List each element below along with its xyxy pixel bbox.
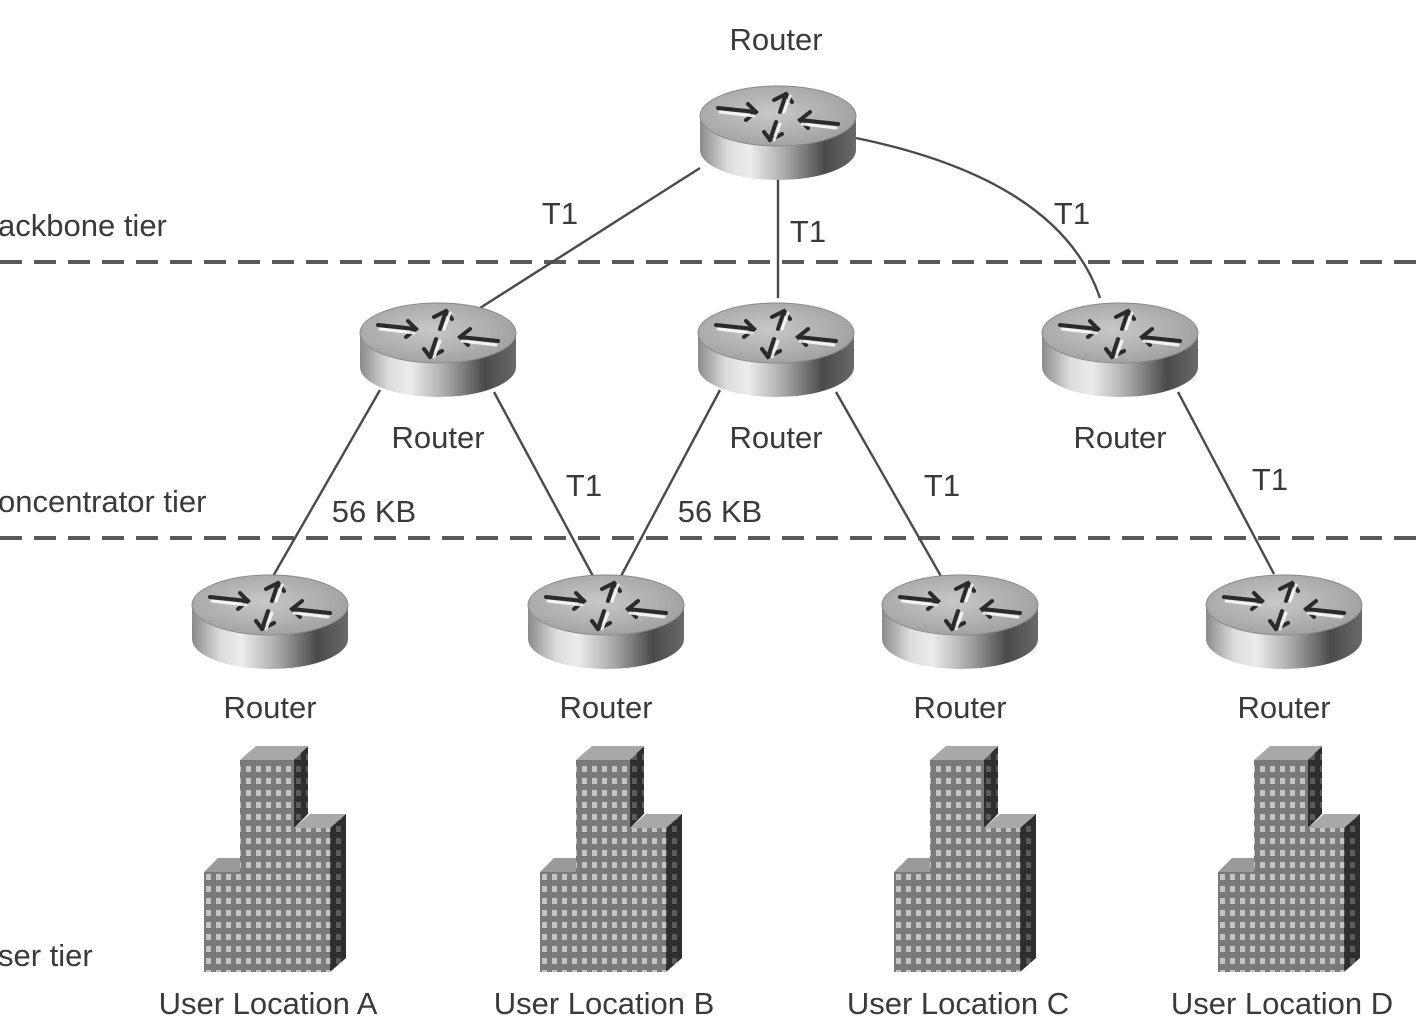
link-label: T1: [924, 468, 960, 503]
router-label: Router: [223, 690, 316, 725]
location-label: User Location B: [494, 986, 715, 1021]
user-location-locD: User Location D: [1171, 746, 1393, 1021]
router-icon: [1204, 573, 1364, 671]
user-location-locB: User Location B: [494, 746, 715, 1021]
tier-label-user: ser tier: [0, 938, 93, 973]
router-label: Router: [913, 690, 1006, 725]
router-icon: [698, 84, 858, 182]
link-core-c1: [479, 166, 701, 310]
location-label: User Location D: [1171, 986, 1393, 1021]
router-label: Router: [559, 690, 652, 725]
router-label: Router: [1237, 690, 1330, 725]
user-location-locA: User Location A: [159, 746, 378, 1021]
location-label: User Location C: [847, 986, 1069, 1021]
router-node-u2: Router: [526, 573, 686, 725]
building-icon: [1218, 746, 1360, 972]
link-label: 56 KB: [332, 494, 416, 529]
router-label: Router: [729, 420, 822, 455]
router-node-c2: Router: [696, 301, 856, 455]
link-label: T1: [1054, 196, 1090, 231]
user-location-locC: User Location C: [847, 746, 1069, 1021]
tier-label-backbone: ackbone tier: [0, 208, 167, 243]
link-c1-u2: [492, 391, 596, 579]
router-node-c1: Router: [358, 301, 518, 455]
link-c1-u1: [270, 389, 382, 579]
router-icon: [696, 301, 856, 399]
building-icon: [894, 746, 1036, 972]
router-node-u3: Router: [880, 573, 1040, 725]
locations-layer: User Location A User Location B User Locat…: [159, 746, 1393, 1021]
tier-label-concentrator: oncentrator tier: [0, 484, 207, 519]
router-label: Router: [1073, 420, 1166, 455]
router-icon: [1040, 301, 1200, 399]
link-label: T1: [1252, 462, 1288, 497]
building-icon: [540, 746, 682, 972]
link-label: T1: [790, 214, 826, 249]
router-icon: [190, 573, 350, 671]
link-c2-u3: [834, 391, 944, 579]
link-label: T1: [566, 468, 602, 503]
router-label: Router: [391, 420, 484, 455]
router-icon: [358, 301, 518, 399]
link-c2-u2: [618, 389, 722, 579]
router-node-u1: Router: [190, 573, 350, 725]
building-icon: [204, 746, 346, 972]
link-label: 56 KB: [678, 494, 762, 529]
link-label: T1: [542, 196, 578, 231]
router-node-c3: Router: [1040, 301, 1200, 455]
link-core-c3: [855, 136, 1102, 299]
router-icon: [526, 573, 686, 671]
router-icon: [880, 573, 1040, 671]
location-label: User Location A: [159, 986, 378, 1021]
link-c3-u4: [1176, 391, 1276, 575]
router-label: Router: [729, 22, 822, 57]
router-node-core: Router: [698, 22, 858, 182]
router-node-u4: Router: [1204, 573, 1364, 725]
